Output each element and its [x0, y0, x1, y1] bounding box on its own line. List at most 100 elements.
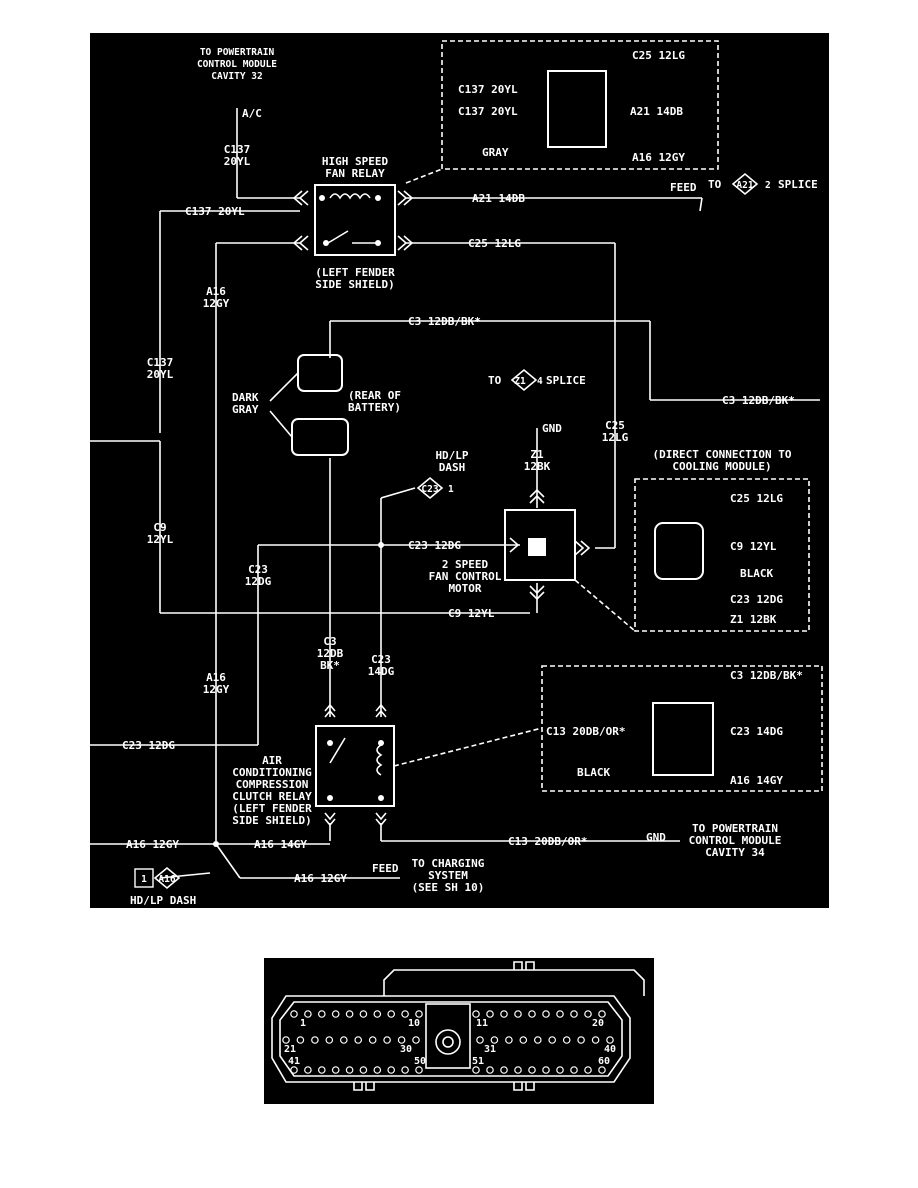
label-hdlp-1: HD/LP	[435, 449, 468, 462]
label-c25-v2: 12LG	[602, 431, 629, 444]
hs-relay-title-2: FAN RELAY	[325, 167, 385, 180]
top-conn-c25: C25 12LG	[632, 49, 685, 62]
hs-relay-title-1: HIGH SPEED	[322, 155, 389, 168]
top-conn-c137a: C137 20YL	[458, 83, 518, 96]
top-conn-a16: A16 12GY	[632, 151, 685, 164]
label-a21-num: 2	[765, 180, 771, 191]
label-a21-code: A21	[736, 180, 753, 191]
pin-30: 30	[400, 1044, 412, 1055]
cool-z1: Z1 12BK	[730, 613, 777, 626]
pcm34-2: CONTROL MODULE	[689, 834, 782, 847]
fan-motor-1: 2 SPEED	[442, 558, 489, 571]
label-c23-14-v1: C23	[371, 653, 391, 666]
label-c25-v1: C25	[605, 419, 625, 432]
label-dark-gray-1: DARK	[232, 391, 259, 404]
pin-11: 11	[476, 1018, 488, 1029]
label-c23-tag-num: 1	[448, 484, 454, 495]
cool-c23: C23 12DG	[730, 593, 783, 606]
charging-1: TO CHARGING	[412, 857, 485, 870]
pcm-connector-diagram: 1 10 11 20 21 30 31 40 41 50 51 60	[264, 958, 654, 1104]
pin-41: 41	[288, 1056, 300, 1067]
cool-c9: C9 12YL	[730, 540, 777, 553]
pin-holes	[282, 1010, 614, 1074]
label-rear-battery-2: BATTERY)	[348, 401, 401, 414]
ac-relay-4: CLUTCH RELAY	[232, 790, 312, 803]
label-z1-splice: SPLICE	[546, 374, 586, 387]
label-a16-v2: 12GY	[203, 297, 230, 310]
bot-conn-c13: C13 20DB/OR*	[546, 725, 625, 738]
label-c9-wire: C9 12YL	[448, 607, 495, 620]
label-feed: FEED	[670, 181, 697, 194]
label-ac: A/C	[242, 107, 262, 120]
label-z1-code: Z1	[514, 376, 526, 387]
hdlp-tag-code: A16	[158, 874, 175, 885]
charging-2: SYSTEM	[428, 869, 468, 882]
label-c137-v2: 20YL	[224, 155, 251, 168]
label-hdlp-2: DASH	[439, 461, 466, 474]
label-c3-right: C3 12DB/BK*	[722, 394, 795, 407]
label-c23-v2: 12DG	[245, 575, 272, 588]
label-direct-conn-1: (DIRECT CONNECTION TO	[652, 448, 791, 461]
pin-31: 31	[484, 1044, 496, 1055]
label-direct-conn-2: COOLING MODULE)	[672, 460, 771, 473]
label-c23-14-v2: 14DG	[368, 665, 395, 678]
label-c3-v1: C3	[323, 635, 336, 648]
pcm34-1: TO POWERTRAIN	[692, 822, 778, 835]
label-c137l-v2: 20YL	[147, 368, 174, 381]
label-c13-wire: C13 20DB/OR*	[508, 835, 587, 848]
top-conn-gray: GRAY	[482, 146, 509, 159]
label-c25-wire: C25 12LG	[468, 237, 521, 250]
pin-20: 20	[592, 1018, 604, 1029]
label-z1-v2: 12BK	[524, 460, 551, 473]
pin-50: 50	[414, 1056, 426, 1067]
wiring-diagram: TO POWERTRAIN CONTROL MODULE CAVITY 32 A…	[90, 33, 829, 908]
label-dark-gray-2: GRAY	[232, 403, 259, 416]
label-to-z1: TO	[488, 374, 502, 387]
ac-relay-1: AIR	[262, 754, 282, 767]
note-pcm32-line1: TO POWERTRAIN	[200, 47, 275, 58]
top-conn-c137b: C137 20YL	[458, 105, 518, 118]
ac-relay-3: COMPRESSION	[236, 778, 309, 791]
note-pcm32-line2: CONTROL MODULE	[197, 59, 277, 70]
label-z1-v1: Z1	[530, 448, 544, 461]
label-c23-left: C23 12DG	[122, 739, 175, 752]
label-c23-tag-code: C23	[421, 484, 438, 495]
hdlp-tag-num: 1	[141, 874, 147, 885]
pin-21: 21	[284, 1044, 296, 1055]
ac-relay-5: (LEFT FENDER	[232, 802, 312, 815]
label-c3-v3: BK*	[320, 659, 340, 672]
label-gnd2: GND	[646, 831, 666, 844]
label-a21-splice: SPLICE	[778, 178, 818, 191]
label-hdlp-bottom: HD/LP DASH	[130, 894, 196, 907]
hs-relay-loc-1: (LEFT FENDER	[315, 266, 395, 279]
bot-conn-black: BLACK	[577, 766, 610, 779]
label-z1-num: 4	[537, 376, 543, 387]
ac-relay-6: SIDE SHIELD)	[232, 814, 311, 827]
pin-10: 10	[408, 1018, 420, 1029]
hs-relay-loc-2: SIDE SHIELD)	[315, 278, 394, 291]
label-c137-v1: C137	[224, 143, 251, 156]
label-to-a21: TO	[708, 178, 722, 191]
ac-relay-2: CONDITIONING	[232, 766, 312, 779]
charging-3: (SEE SH 10)	[412, 881, 485, 894]
label-rear-battery-1: (REAR OF	[348, 389, 401, 402]
pin-40: 40	[604, 1044, 616, 1055]
pcm34-3: CAVITY 34	[705, 846, 765, 859]
label-feed2: FEED	[372, 862, 399, 875]
label-c137l-v1: C137	[147, 356, 174, 369]
pin-51: 51	[472, 1056, 484, 1067]
label-c23-v1: C23	[248, 563, 268, 576]
label-a16l-v1: A16	[206, 671, 226, 684]
bot-conn-a16: A16 14GY	[730, 774, 783, 787]
label-a16l-v2: 12GY	[203, 683, 230, 696]
fan-motor-3: MOTOR	[448, 582, 481, 595]
label-a21-wire: A21 14DB	[472, 192, 525, 205]
label-c3-wire: C3 12DB/BK*	[408, 315, 481, 328]
bot-conn-c3: C3 12DB/BK*	[730, 669, 803, 682]
label-c9-v2: 12YL	[147, 533, 174, 546]
cool-c25: C25 12LG	[730, 492, 783, 505]
label-c3-v2: 12DB	[317, 647, 344, 660]
label-gnd: GND	[542, 422, 562, 435]
label-a16-feed-wire: A16 12GY	[294, 872, 347, 885]
top-conn-a21: A21 14DB	[630, 105, 683, 118]
